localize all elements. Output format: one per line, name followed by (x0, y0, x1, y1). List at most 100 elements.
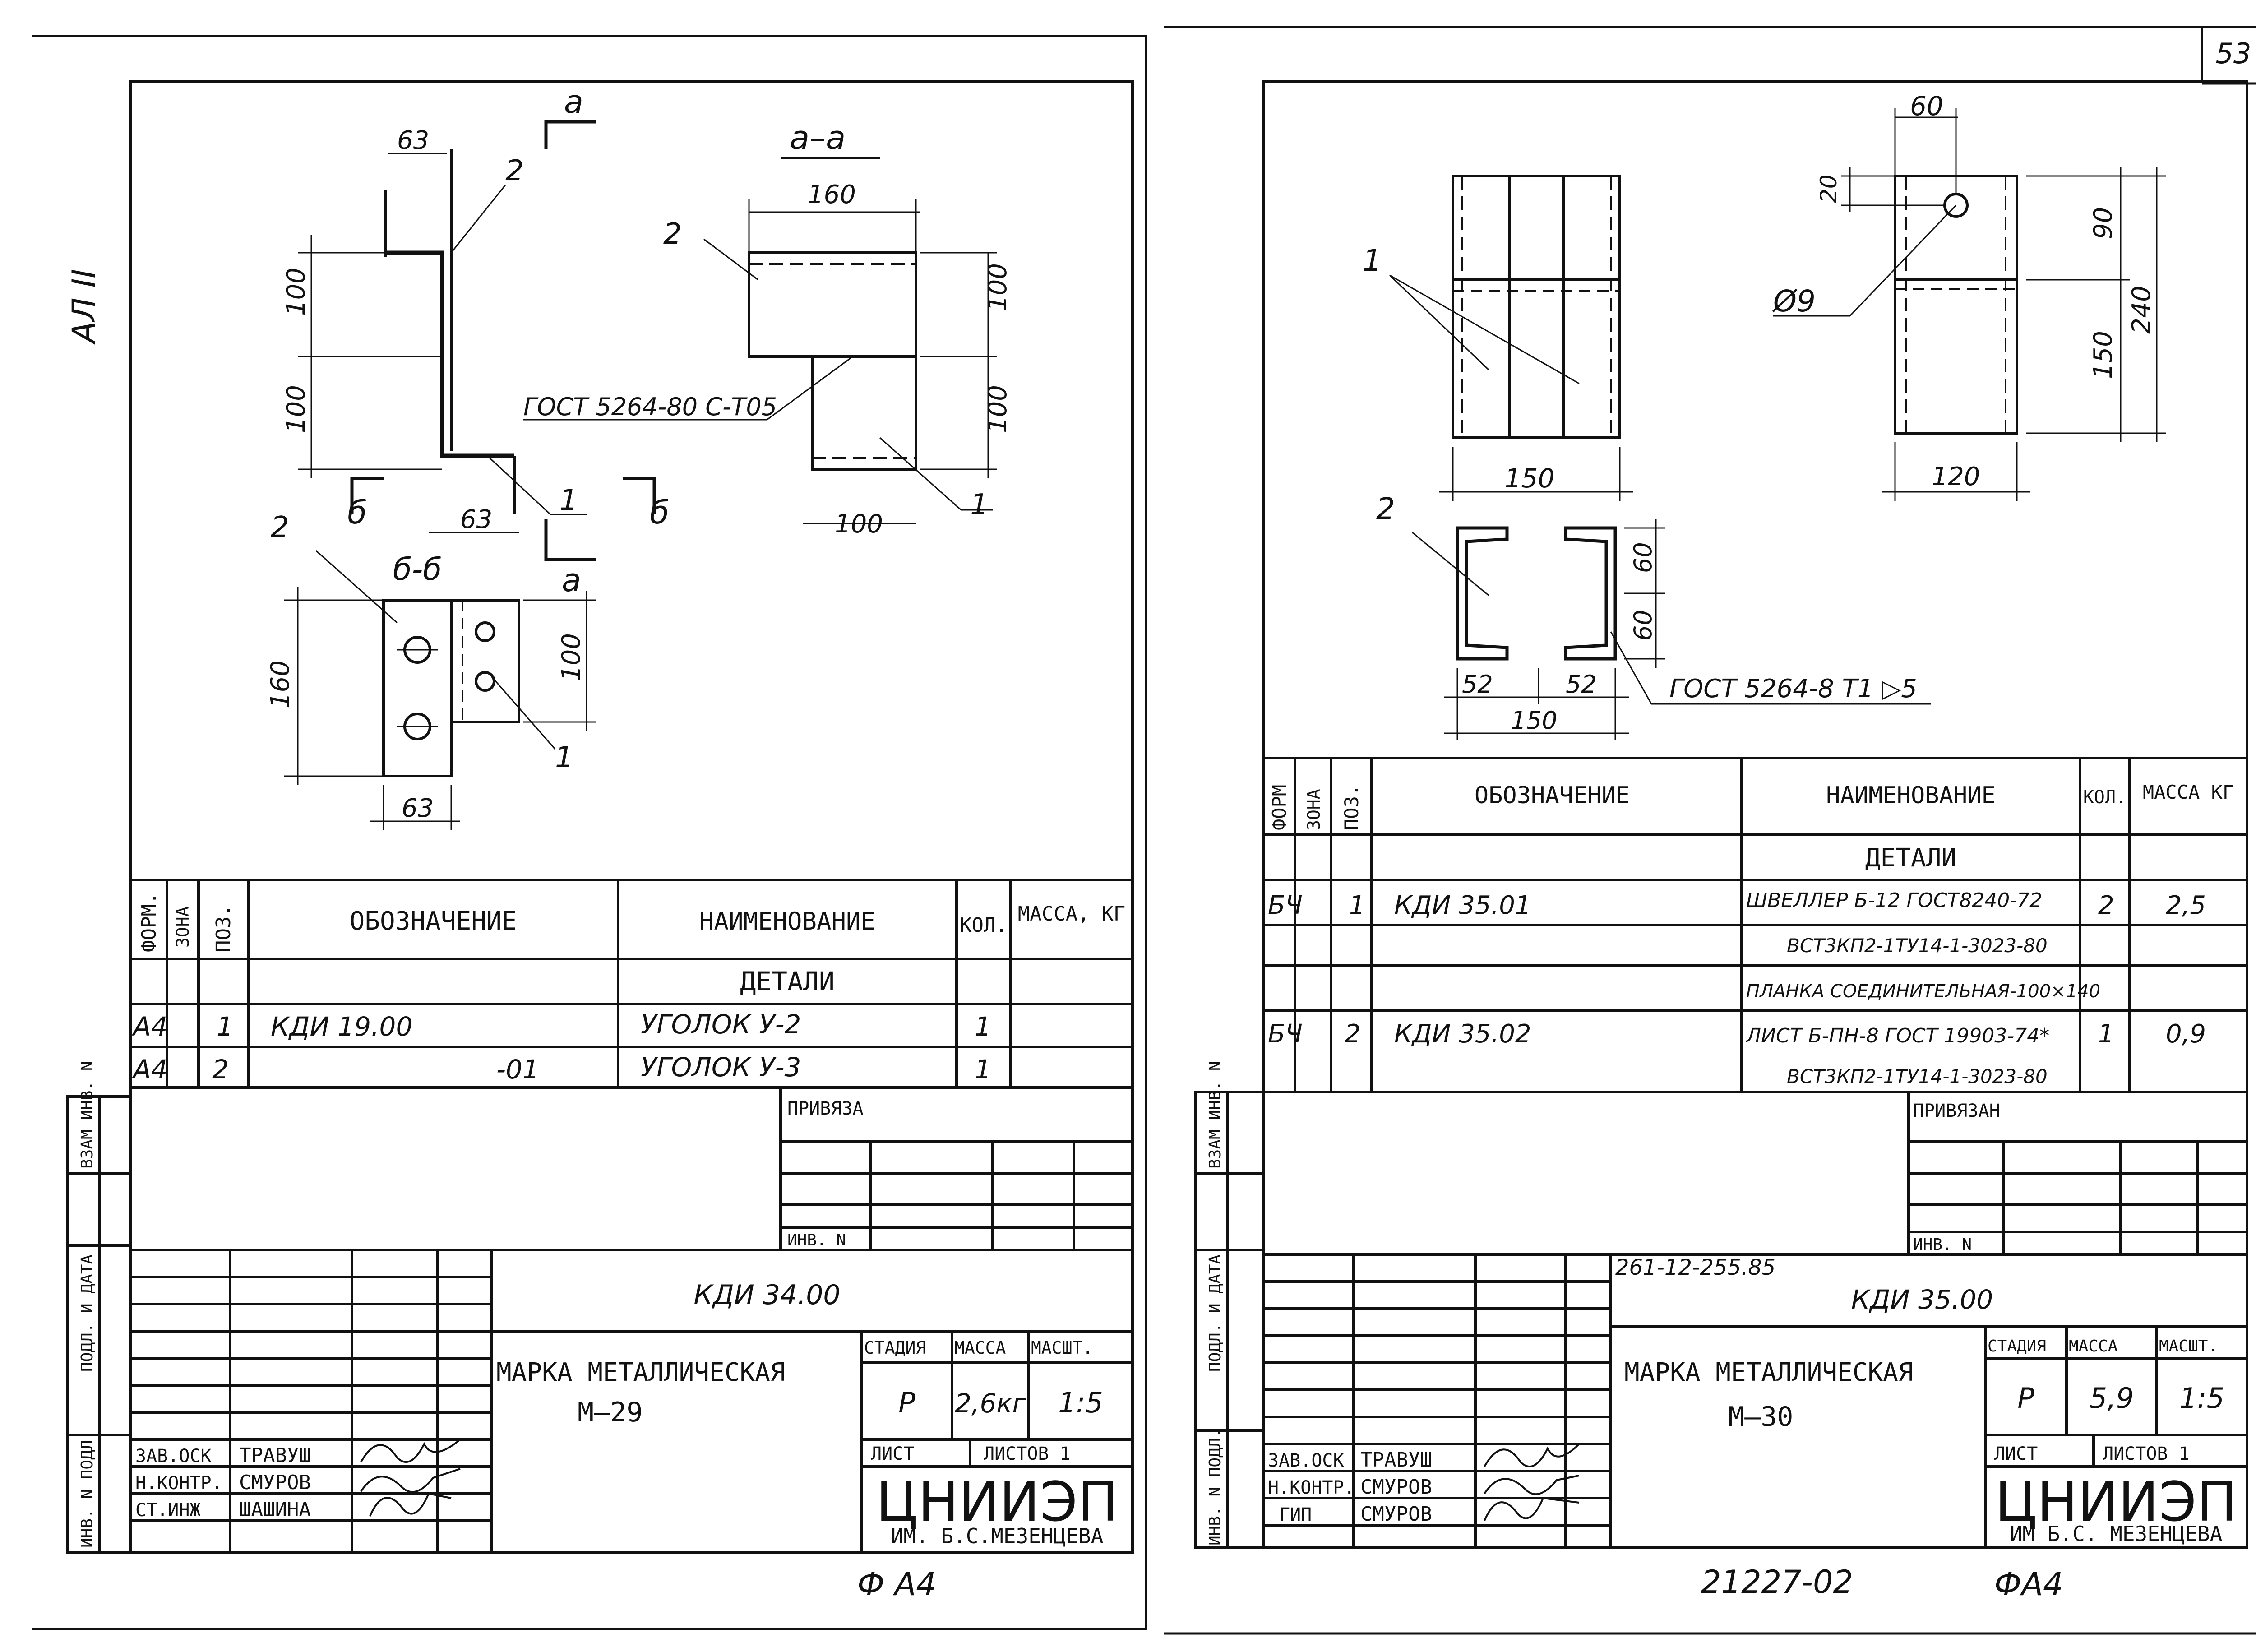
spec-r-header-mass: МАССА КГ (2143, 781, 2234, 803)
spec-row-1-pos: 1 (217, 1011, 233, 1042)
spec-r-row-1-name1: ШВЕЛЛЕР Б-12 ГОСТ8240-72 (1746, 889, 2042, 912)
doc-subtitle-right: М–30 (1728, 1401, 1794, 1433)
role-1-left: ЗАВ.ОСК (135, 1446, 212, 1467)
pos-1-bb: 1 (555, 741, 573, 774)
dim-150-front: 150 (1505, 463, 1555, 494)
spec-row-1-qty: 1 (975, 1011, 991, 1042)
dim-60-upper: 60 (1629, 542, 1657, 573)
dim-63-bb: 63 (402, 794, 434, 823)
dim-60-lower: 60 (1629, 610, 1657, 641)
spec-row-2-form: А4 (131, 1054, 168, 1085)
format-right: ФА4 (1994, 1566, 2063, 1603)
dim-150-plate: 150 (2089, 331, 2118, 379)
side-label-podl-right: ПОДЛ. И ДАТА (1206, 1254, 1225, 1372)
name-3-left: ШАШИНА (239, 1498, 311, 1521)
mass-value-right: 5,9 (2090, 1382, 2134, 1415)
signatures-left (360, 1439, 461, 1517)
side-label-inv-right: ИНВ. N ПОДЛ. (1206, 1428, 1225, 1546)
spec-table-right (1263, 757, 2247, 1093)
spec-row-2-name: УГОЛОК У-3 (641, 1052, 801, 1083)
spec-header-designation: ОБОЗНАЧЕНИЕ (350, 907, 517, 936)
privyazan-block-right (1263, 1092, 2247, 1256)
side-label-vzam-right: ВЗАМ ИНВ. N (1206, 1061, 1225, 1169)
stage-header-right: СТАДИЯ (1988, 1337, 2046, 1356)
spec-r-row-3-qty: 1 (2098, 1019, 2114, 1049)
dim-100-bb: 100 (557, 633, 586, 681)
dim-100-lower: 100 (282, 385, 311, 433)
channel-section-view (1412, 519, 1931, 740)
role-3-right: ГИП (1279, 1504, 1312, 1525)
name-2-right: СМУРОВ (1360, 1476, 1432, 1499)
doc-title-right: МАРКА МЕТАЛЛИЧЕСКАЯ (1624, 1358, 1914, 1387)
dim-63-bottom: 63 (460, 505, 492, 534)
pos-2-right: 2 (1376, 491, 1395, 526)
dim-100-aa-bottom: 100 (835, 509, 883, 539)
dim-20-plate: 20 (1816, 174, 1842, 203)
spec-header-mass: МАССА, КГ (1018, 902, 1125, 925)
spec-r-row-3-pos: 2 (1345, 1019, 1361, 1049)
title-block-left-text: КДИ 34.00 МАРКА МЕТАЛЛИЧЕСКАЯ М–29 СТАДИ… (135, 1279, 1118, 1548)
spec-r-row-1-pos: 1 (1349, 891, 1365, 920)
scale-value-left: 1:5 (1058, 1386, 1103, 1419)
privyazan-block-left (131, 1087, 1133, 1251)
title-block-right-text: 261-12-255.85 КДИ 35.00 МАРКА МЕТАЛЛИЧЕС… (1268, 1255, 2237, 1546)
role-3-left: СТ.ИНЖ (135, 1500, 201, 1521)
spec-r-row-1-designation: КДИ 35.01 (1394, 891, 1531, 920)
format-left: Ф А4 (857, 1566, 936, 1603)
doc-code-right: КДИ 35.00 (1851, 1284, 1993, 1315)
sheet-header-right: ЛИСТ (1994, 1444, 2038, 1464)
spec-r-header-pos: ПОЗ. (1341, 785, 1363, 830)
privyazan-label-right: ПРИВЯЗАН (1913, 1101, 2000, 1121)
section-mark-b-right: б (650, 494, 669, 531)
dim-52-right: 52 (1566, 670, 1597, 699)
sheets-header-right: ЛИСТОВ 1 (2103, 1444, 2190, 1464)
dim-100-upper: 100 (282, 268, 311, 316)
spec-r-header-zone: ЗОНА (1304, 789, 1324, 830)
org-sub-right: ИМ Б.С. МЕЗЕНЦЕВА (2010, 1522, 2223, 1546)
spec-r-header-form: ФОРМ (1268, 785, 1290, 830)
spec-row-2-pos: 2 (212, 1054, 229, 1085)
side-label-podl: ПОДЛ. И ДАТА (78, 1254, 97, 1372)
dim-52-left: 52 (1462, 670, 1493, 699)
hole-diameter: Ø9 (1772, 284, 1816, 319)
name-3-right: СМУРОВ (1360, 1503, 1432, 1526)
margin-note: АЛ II (65, 269, 102, 345)
left-sheet: а а б б 63 100 100 63 2 1 (66, 80, 1134, 1603)
doc-subtitle-left: М–29 (578, 1397, 643, 1428)
section-mark-a-top: а (564, 83, 583, 120)
dim-60-plate: 60 (1910, 91, 1943, 121)
spec-header-name: НАИМЕНОВАНИЕ (699, 907, 875, 935)
org-name-right: ЦНИИЭП (1995, 1471, 2238, 1534)
spec-table-left (131, 879, 1133, 1089)
mass-value-left: 2,6кг (955, 1388, 1026, 1419)
spec-r-row-3-name1: ЛИСТ Б-ПН-8 ГОСТ 19903-74* (1745, 1024, 2049, 1047)
spec-r-row-3-mass: 0,9 (2166, 1019, 2206, 1049)
spec-r-section-details: ДЕТАЛИ (1865, 843, 1956, 873)
scale-value-right: 1:5 (2179, 1382, 2224, 1415)
spec-header-qty: КОЛ. (960, 914, 1008, 937)
mass-header-left: МАССА (954, 1338, 1006, 1358)
spec-row-1-name: УГОЛОК У-2 (641, 1009, 801, 1040)
spec-row-2-qty: 1 (975, 1054, 991, 1085)
scale-header-right: МАСШТ. (2159, 1337, 2218, 1356)
role-1-right: ЗАВ.ОСК (1268, 1450, 1344, 1471)
dim-63-top: 63 (397, 126, 429, 155)
stage-value-right: Р (2017, 1382, 2034, 1415)
title-block-left (131, 1250, 1133, 1552)
spec-r-header-designation: ОБОЗНАЧЕНИЕ (1475, 782, 1630, 809)
dim-240-plate: 240 (2127, 286, 2156, 334)
section-bb-label: б-б (393, 552, 442, 588)
section-aa-label: а–а (790, 119, 846, 157)
inv-n-label-right: ИНВ. N (1913, 1236, 1972, 1254)
dim-90-plate: 90 (2089, 207, 2118, 239)
stage-header-left: СТАДИЯ (864, 1338, 926, 1358)
side-label-vzam: ВЗАМ ИНВ. N (78, 1061, 97, 1169)
pos-1-right: 1 (1363, 243, 1382, 278)
spec-header-zone: ЗОНА (173, 906, 193, 948)
role-2-right: Н.КОНТР. (1268, 1477, 1355, 1498)
dim-160-aa: 160 (808, 180, 856, 209)
spec-header-form: ФОРМ. (138, 893, 161, 952)
project-number: 261-12-255.85 (1615, 1255, 1775, 1280)
dim-100-aa-upper: 100 (983, 263, 1012, 311)
spec-r-row-3-form: БЧ (1268, 1019, 1303, 1049)
